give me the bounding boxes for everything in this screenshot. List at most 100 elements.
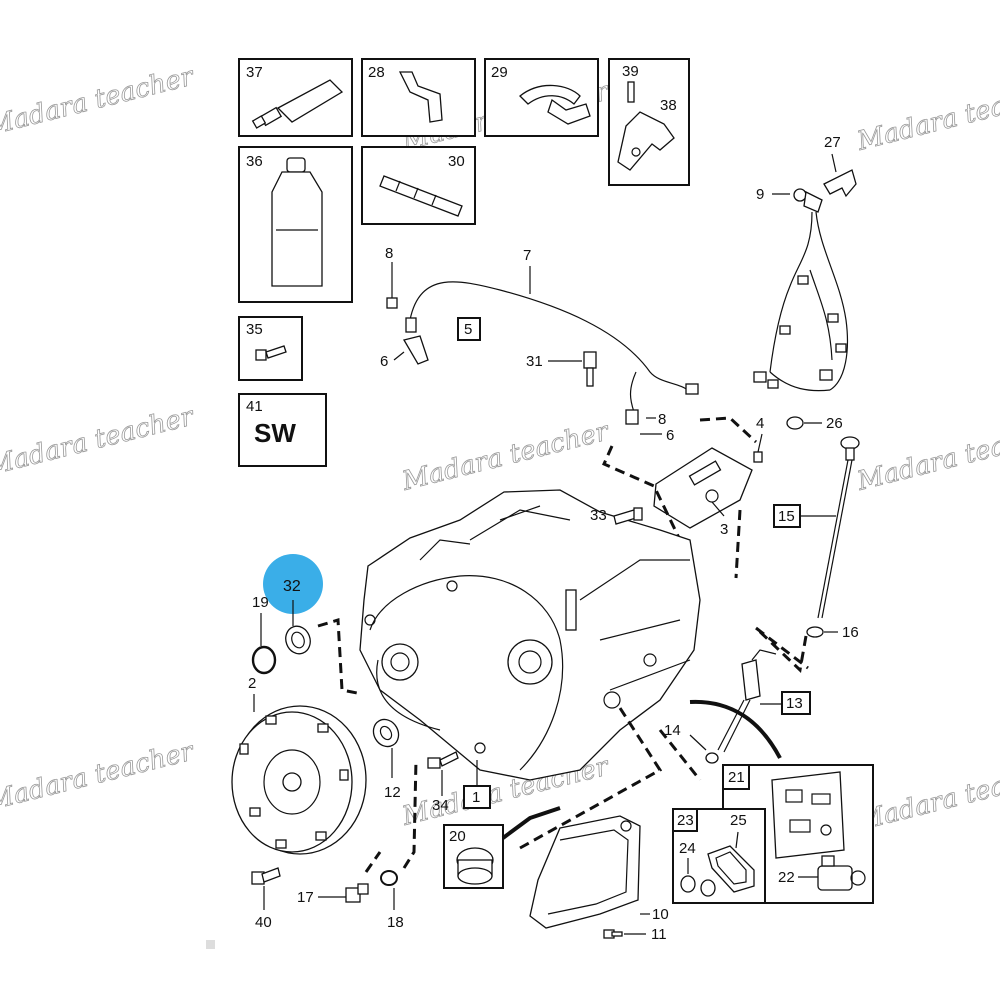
box-label-5	[457, 317, 481, 341]
leader-4	[757, 433, 763, 453]
watermark-text: Madara teacher	[398, 416, 612, 497]
box-35-bolt[interactable]: 35	[238, 316, 303, 381]
label-40: 40	[255, 914, 272, 931]
box-28-connector[interactable]: 28	[361, 58, 476, 137]
box-23-25-gasket[interactable]: 23 25 24	[672, 808, 766, 904]
label-10: 10	[652, 906, 669, 923]
valve-body-icon	[771, 771, 845, 859]
label-33: 33	[590, 507, 607, 524]
clip-27	[823, 169, 857, 198]
box-41-sw[interactable]: 41 SW	[238, 393, 327, 467]
o-ring-14[interactable]	[705, 752, 719, 764]
bolt-34[interactable]	[427, 751, 459, 769]
o-ring-26[interactable]	[786, 416, 804, 430]
label-9: 9	[756, 186, 764, 203]
arrow-filter	[501, 806, 561, 840]
box-36-fluid-bottle[interactable]: 36	[238, 146, 353, 303]
filter-icon	[456, 847, 494, 885]
connector-icon	[398, 71, 443, 123]
label-14: 14	[664, 722, 681, 739]
highlight-circle	[263, 554, 323, 614]
dashed-link-seals	[317, 618, 363, 696]
dashed-link-valve	[658, 626, 809, 781]
dashed-link-module	[602, 416, 758, 579]
watermark-text: Madara teacher	[853, 76, 1000, 157]
box-label-13	[781, 691, 811, 715]
drain-plug-17[interactable]	[345, 883, 369, 903]
label-23: 23	[677, 812, 694, 829]
label-31: 31	[526, 353, 543, 370]
label-18: 18	[387, 914, 404, 931]
label-25: 25	[730, 812, 747, 829]
label-22: 22	[778, 869, 795, 886]
bolt-icon	[255, 345, 287, 361]
label-1: 1	[472, 789, 480, 806]
watermark-text: Madara teacher	[0, 401, 198, 482]
speed-sensor-harness[interactable]	[403, 281, 699, 425]
box-29-clip[interactable]: 29	[484, 58, 599, 137]
bolt-33[interactable]	[613, 507, 643, 525]
pin-icon	[379, 175, 463, 217]
dipstick-15[interactable]	[817, 436, 860, 619]
label-36: 36	[246, 153, 263, 170]
wiring-harness-9[interactable]	[753, 188, 849, 392]
sw-text: SW	[254, 418, 296, 448]
bracket-icon	[617, 81, 675, 171]
label-4: 4	[756, 415, 764, 432]
solenoid-22-icon	[817, 855, 866, 891]
label-29: 29	[491, 64, 508, 81]
transmission-housing-1[interactable]	[359, 489, 701, 781]
label-34: 34	[432, 797, 449, 814]
label-26: 26	[826, 415, 843, 432]
footer-mark	[206, 940, 215, 949]
leader-27	[831, 153, 837, 173]
label-19: 19	[252, 594, 269, 611]
label-32: 32	[283, 578, 301, 595]
solenoid-13[interactable]	[717, 649, 777, 753]
arrow-valve-body	[689, 699, 782, 759]
dashed-link-pan	[519, 707, 663, 850]
box-39-38-bracket[interactable]: 39 38	[608, 58, 690, 186]
seal-32[interactable]	[282, 623, 314, 658]
label-2: 2	[248, 675, 256, 692]
label-17: 17	[297, 889, 314, 906]
bottle-icon	[271, 157, 323, 287]
washer-18[interactable]	[380, 870, 398, 886]
leader-6a	[393, 351, 405, 361]
dashed-link-drain	[364, 759, 418, 873]
gasket-25-icon	[707, 845, 755, 893]
box-20-filter[interactable]: 20	[443, 824, 504, 889]
box-37-tube[interactable]: 37	[238, 58, 353, 137]
label-12: 12	[384, 784, 401, 801]
watermark-text: Madara teacher	[853, 756, 1000, 837]
label-37: 37	[246, 64, 263, 81]
label-28: 28	[368, 64, 385, 81]
watermark-text: Madara teacher	[0, 736, 198, 817]
label-39: 39	[622, 63, 639, 80]
label-16: 16	[842, 624, 859, 641]
label-6a: 6	[380, 353, 388, 370]
bolt-11[interactable]	[603, 929, 623, 939]
o-ring-16[interactable]	[806, 626, 824, 638]
label-35: 35	[246, 321, 263, 338]
watermark-text: Madara teacher	[853, 416, 1000, 497]
label-7: 7	[523, 247, 531, 264]
o-ring-19[interactable]	[251, 645, 277, 675]
oil-pan-10[interactable]	[529, 815, 641, 929]
dashed-link-dipstick	[754, 626, 808, 674]
seal-24-icon	[680, 875, 716, 897]
torque-converter-2[interactable]	[231, 705, 367, 855]
tube-icon	[251, 79, 344, 129]
clip-icon	[519, 84, 591, 125]
box-30-pin[interactable]: 30	[361, 146, 476, 225]
leader-14	[689, 734, 707, 751]
dipstick-tube-31[interactable]	[583, 351, 597, 387]
bolt-4	[753, 451, 763, 463]
seal-12[interactable]	[369, 715, 404, 751]
label-21: 21	[728, 769, 745, 786]
control-module-3[interactable]	[653, 447, 753, 529]
label-6b: 6	[666, 427, 674, 444]
leader-25	[735, 831, 739, 849]
bolt-40[interactable]	[251, 867, 281, 885]
